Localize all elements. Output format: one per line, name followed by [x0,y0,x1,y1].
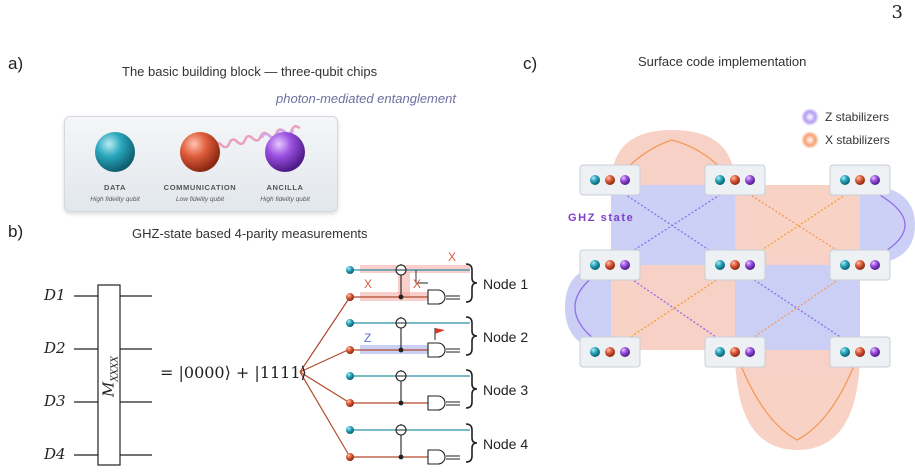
ancilla-qubit-label: ANCILLA [266,183,304,192]
node-2-label: Node 2 [483,329,529,345]
z-stabilizer-legend-icon [801,108,819,126]
z-mark: Z [364,331,372,345]
x-stabilizer-legend-icon [801,131,819,149]
communication-qubit-desc: Low fidelity qubit [175,196,225,203]
ancilla-qubit-desc: High fidelity qubit [260,196,310,203]
data-qubit-label-d4: D4 [44,445,66,463]
data-qubit-label: DATA [103,183,127,192]
ghz-state-label: GHZ state [568,212,635,224]
measurement-gates [427,289,446,465]
node-circuits [352,264,470,460]
panel-a-title: The basic building block — three-qubit c… [122,64,378,79]
surface-code-chips [579,164,891,368]
communication-qubit-label: COMMUNICATION [163,183,237,192]
flag-icon [434,328,445,340]
ancilla-qubit-sphere [265,132,305,172]
panel-c-letter: c) [523,54,538,73]
data-qubit-label-d2: D2 [44,339,66,357]
data-qubit-sphere [95,132,135,172]
panel-c-title: Surface code implementation [638,54,807,69]
node-1-label: Node 1 [483,276,529,292]
panel-a-letter: a) [8,54,24,73]
parity-measurement-box [97,284,121,466]
x-stabilizer-legend-label: X stabilizers [825,133,890,147]
data-qubit-label-d1: D1 [44,286,66,304]
data-qubit-desc: High fidelity qubit [90,196,140,203]
page-number: 3 [891,2,903,23]
x-mark-top: X [448,250,457,264]
communication-qubit-sphere [180,132,220,172]
ghz-equation: = |0000⟩ + |1111⟩ [160,363,307,382]
data-qubit-label-d3: D3 [44,392,66,410]
photon-label: photon-mediated entanglement [276,91,456,106]
node-4-label: Node 4 [483,436,529,452]
node-qubit-dots [346,266,354,461]
panel-b-letter: b) [8,222,24,241]
panel-b-title: GHZ-state based 4-parity measurements [132,226,368,241]
z-stabilizer-legend-label: Z stabilizers [825,110,890,124]
node-3-label: Node 3 [483,382,529,398]
node-braces [465,263,478,463]
x-mark-right: X [413,277,422,291]
x-mark-left: X [364,277,373,291]
